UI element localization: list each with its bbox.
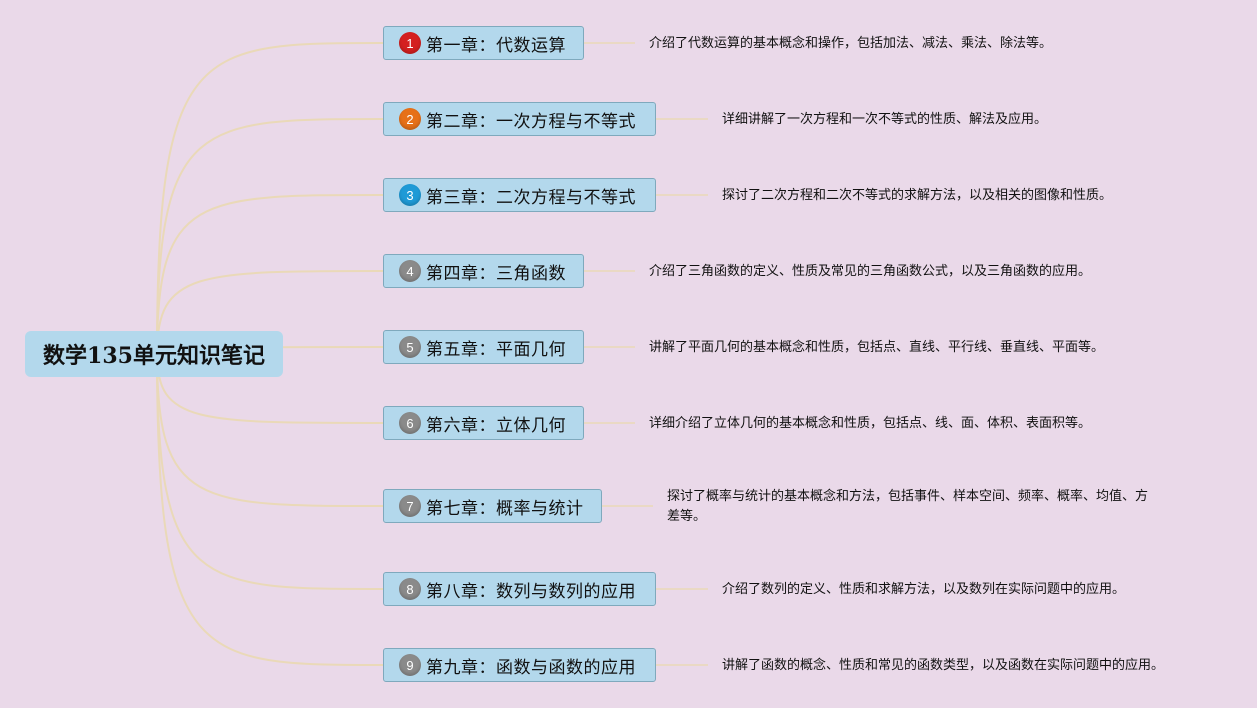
chapter-6-title: 第六章：立体几何 xyxy=(426,415,566,436)
root-title: 数学135单元知识笔记 xyxy=(43,343,265,369)
chapter-7-description[interactable]: 探讨了概率与统计的基本概念和方法，包括事件、样本空间、频率、概率、均值、方差等。 xyxy=(667,489,1149,524)
chapter-6-number-badge: 6 xyxy=(399,412,421,434)
chapter-4-number-badge: 4 xyxy=(399,260,421,282)
chapter-9-node[interactable]: 9 第九章：函数与函数的应用 xyxy=(383,648,656,682)
chapter-4-node[interactable]: 4 第四章：三角函数 xyxy=(383,254,584,288)
chapter-9-description[interactable]: 讲解了函数的概念、性质和常见的函数类型，以及函数在实际问题中的应用。 xyxy=(722,658,1165,673)
chapter-1-number-badge: 1 xyxy=(399,32,421,54)
branch-connector-4 xyxy=(156,270,384,355)
chapter-9-title: 第九章：函数与函数的应用 xyxy=(426,657,636,678)
chapter-7-number-badge: 7 xyxy=(399,495,421,517)
chapter-1-node[interactable]: 1 第一章：代数运算 xyxy=(383,26,584,60)
chapter-6-description[interactable]: 详细介绍了立体几何的基本概念和性质，包括点、线、面、体积、表面积等。 xyxy=(649,416,1092,431)
chapter-1-description[interactable]: 介绍了代数运算的基本概念和操作，包括加法、减法、乘法、除法等。 xyxy=(649,36,1053,51)
chapter-7-title: 第七章：概率与统计 xyxy=(426,498,584,519)
chapter-5-title: 第五章：平面几何 xyxy=(426,339,566,360)
chapter-2-node[interactable]: 2 第二章：一次方程与不等式 xyxy=(383,102,656,136)
branch-connector-1 xyxy=(156,42,384,355)
chapter-3-number-badge: 3 xyxy=(399,184,421,206)
root-topic[interactable]: 数学135单元知识笔记 xyxy=(25,331,283,377)
chapter-2-number-badge: 2 xyxy=(399,108,421,130)
chapter-3-node[interactable]: 3 第三章：二次方程与不等式 xyxy=(383,178,656,212)
chapter-4-description[interactable]: 介绍了三角函数的定义、性质及常见的三角函数公式，以及三角函数的应用。 xyxy=(649,264,1092,279)
chapter-2-description[interactable]: 详细讲解了一次方程和一次不等式的性质、解法及应用。 xyxy=(722,112,1048,127)
chapter-4-title: 第四章：三角函数 xyxy=(426,263,566,284)
branch-connector-3 xyxy=(156,194,384,355)
chapter-6-node[interactable]: 6 第六章：立体几何 xyxy=(383,406,584,440)
chapter-3-description[interactable]: 探讨了二次方程和二次不等式的求解方法，以及相关的图像和性质。 xyxy=(722,188,1113,203)
branch-connector-9 xyxy=(156,353,384,666)
branch-connector-8 xyxy=(156,353,384,590)
chapter-8-title: 第八章：数列与数列的应用 xyxy=(426,581,636,602)
chapter-8-description[interactable]: 介绍了数列的定义、性质和求解方法，以及数列在实际问题中的应用。 xyxy=(722,582,1126,597)
chapter-8-node[interactable]: 8 第八章：数列与数列的应用 xyxy=(383,572,656,606)
branch-connector-2 xyxy=(156,118,384,355)
chapter-1-title: 第一章：代数运算 xyxy=(426,35,566,56)
chapter-9-number-badge: 9 xyxy=(399,654,421,676)
chapter-7-node[interactable]: 7 第七章：概率与统计 xyxy=(383,489,602,523)
branch-connector-7 xyxy=(156,353,384,507)
chapter-3-title: 第三章：二次方程与不等式 xyxy=(426,187,636,208)
chapter-8-number-badge: 8 xyxy=(399,578,421,600)
chapter-5-number-badge: 5 xyxy=(399,336,421,358)
chapter-2-title: 第二章：一次方程与不等式 xyxy=(426,111,636,132)
branch-connector-6 xyxy=(156,353,384,424)
chapter-5-node[interactable]: 5 第五章：平面几何 xyxy=(383,330,584,364)
chapter-5-description[interactable]: 讲解了平面几何的基本概念和性质，包括点、直线、平行线、垂直线、平面等。 xyxy=(649,340,1105,355)
